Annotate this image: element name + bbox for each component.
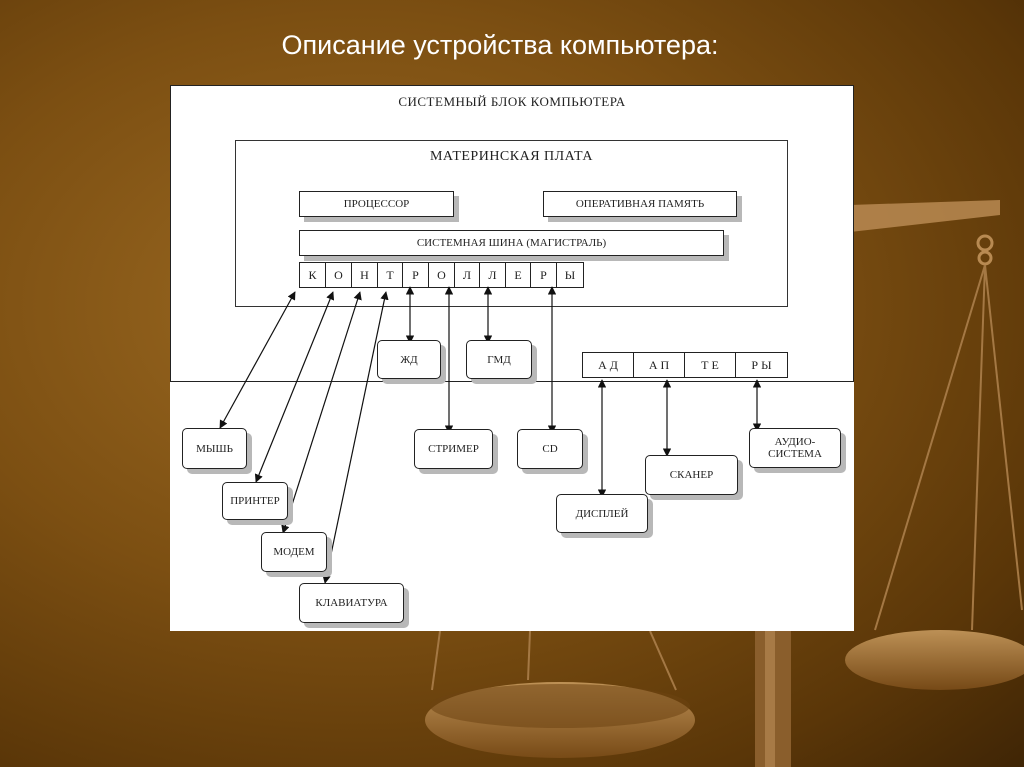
adapters-row: А Д А П Т Е Р Ы [582, 352, 788, 378]
processor-box: ПРОЦЕССОР [299, 191, 454, 217]
printer-arrow [254, 291, 335, 483]
controller-letter: Т [378, 263, 403, 287]
adapter-letters: Р Ы [751, 357, 772, 372]
adapter-letters: А П [634, 353, 685, 377]
controller-letter: О [326, 263, 352, 287]
controller-letter: Л [455, 263, 480, 287]
system-bus-box: СИСТЕМНАЯ ШИНА (МАГИСТРАЛЬ) [299, 230, 724, 256]
controller-letter: Р [403, 263, 429, 287]
scanner-box: СКАНЕР [645, 455, 738, 495]
mouse-box: МЫШЬ [182, 428, 247, 469]
controllers-row: К О Н Т Р О Л Л Е Р Ы [299, 262, 584, 288]
controller-letter: О [429, 263, 455, 287]
display-box: ДИСПЛЕЙ [556, 494, 648, 533]
controller-letter: Р [531, 263, 557, 287]
keyboard-arrow [322, 291, 389, 584]
controller-letter: Н [352, 263, 378, 287]
fdd-box: ГМД [466, 340, 532, 379]
cd-box: CD [517, 429, 583, 469]
audio-label-line2: СИСТЕМА [768, 448, 822, 460]
motherboard-title: МАТЕРИНСКАЯ ПЛАТА [429, 149, 593, 164]
printer-box: ПРИНТЕР [222, 482, 288, 520]
keyboard-box: КЛАВИАТУРА [299, 583, 404, 623]
modem-box: МОДЕМ [261, 532, 327, 572]
slide-title: Описание устройства компьютера: [281, 30, 719, 60]
audio-label-line1: АУДИО- [774, 436, 816, 448]
system-unit-frame [170, 85, 854, 382]
controller-letter: Е [506, 263, 531, 287]
ram-box: ОПЕРАТИВНАЯ ПАМЯТЬ [543, 191, 737, 217]
modem-arrow [281, 291, 362, 534]
connection-arrows [219, 286, 762, 584]
adapter-letters: Т Е [685, 353, 736, 377]
mouse-arrow [219, 291, 296, 429]
adapter-letters: А Д [583, 353, 634, 377]
controller-letter: К [300, 263, 326, 287]
audio-system-box: АУДИО- СИСТЕМА [749, 428, 841, 468]
system-unit-title: СИСТЕМНЫЙ БЛОК КОМПЬЮТЕРА [398, 94, 626, 109]
diagram-panel: СИСТЕМНЫЙ БЛОК КОМПЬЮТЕРА МАТЕРИНСКАЯ ПЛ… [170, 85, 854, 631]
streamer-box: СТРИМЕР [414, 429, 493, 469]
hdd-box: ЖД [377, 340, 441, 379]
controller-letter: Л [480, 263, 506, 287]
controller-letter: Ы [564, 267, 576, 282]
